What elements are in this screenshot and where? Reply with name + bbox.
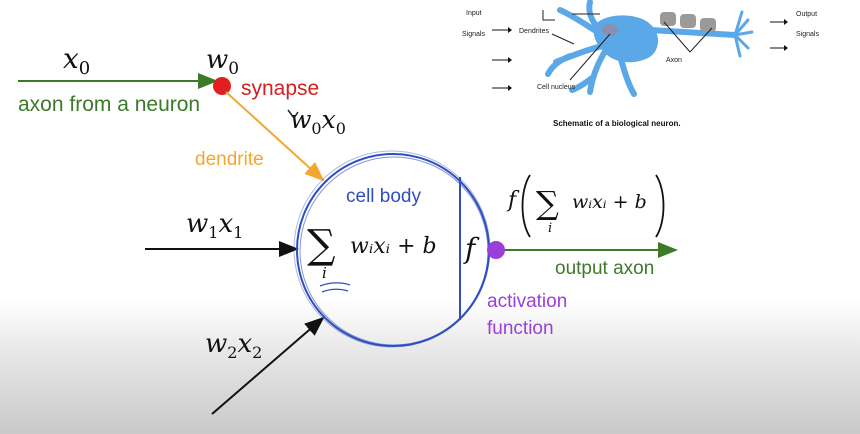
label-synapse: synapse (241, 77, 319, 100)
bio-label-signals-out: Signals (796, 31, 819, 38)
label-w2x2: w2x2 (205, 329, 262, 362)
bio-neuron-schematic: Input Signals Dendrites Cell nucleus Axo… (462, 0, 819, 128)
output-formula-rparen (655, 174, 665, 238)
bio-input-arrows (492, 27, 512, 91)
bio-output-arrows (770, 19, 788, 51)
label-w0: w0 (206, 45, 239, 79)
label-axon-from-neuron: axon from a neuron (18, 93, 200, 116)
input-2-arrow (211, 316, 325, 415)
label-function: function (487, 318, 554, 339)
label-activation: activation (487, 291, 567, 312)
label-x0: x0 (63, 42, 90, 79)
bio-label-axon: Axon (666, 57, 682, 64)
bio-caption: Schematic of a biological neuron. (553, 119, 681, 128)
sum-index: i (322, 264, 327, 282)
bio-label-dendrites: Dendrites (519, 28, 549, 35)
bio-label-signals-in: Signals (462, 31, 485, 38)
sum-body: wᵢxᵢ + b (350, 234, 437, 259)
sum-sigma: ∑ (307, 222, 336, 268)
label-output-axon: output axon (555, 258, 654, 279)
bio-label-output: Output (796, 11, 817, 18)
output-formula-f: f (506, 188, 520, 213)
output-formula: f ∑ i wᵢxᵢ + b (506, 174, 665, 238)
activation-f: f (463, 232, 480, 265)
dendrite-arrow (225, 91, 325, 182)
output-formula-sigma: ∑ (536, 184, 559, 222)
cursor-mark (287, 109, 299, 120)
label-cell-body: cell body (346, 186, 421, 207)
label-w0x0: w0x0 (290, 105, 346, 138)
handwritten-underline (319, 282, 351, 293)
output-formula-lparen (521, 174, 531, 238)
output-formula-body: wᵢxᵢ + b (572, 191, 647, 213)
bio-label-input: Input (466, 10, 482, 17)
bio-neuron-illustration (542, 0, 754, 97)
label-w1x1: w1x1 (186, 209, 243, 242)
bio-label-cell-nucleus: Cell nucleus (537, 84, 576, 91)
synapse-dot (213, 77, 231, 95)
label-dendrite: dendrite (195, 149, 264, 170)
output-formula-index: i (548, 221, 552, 236)
activation-dot (487, 241, 505, 259)
